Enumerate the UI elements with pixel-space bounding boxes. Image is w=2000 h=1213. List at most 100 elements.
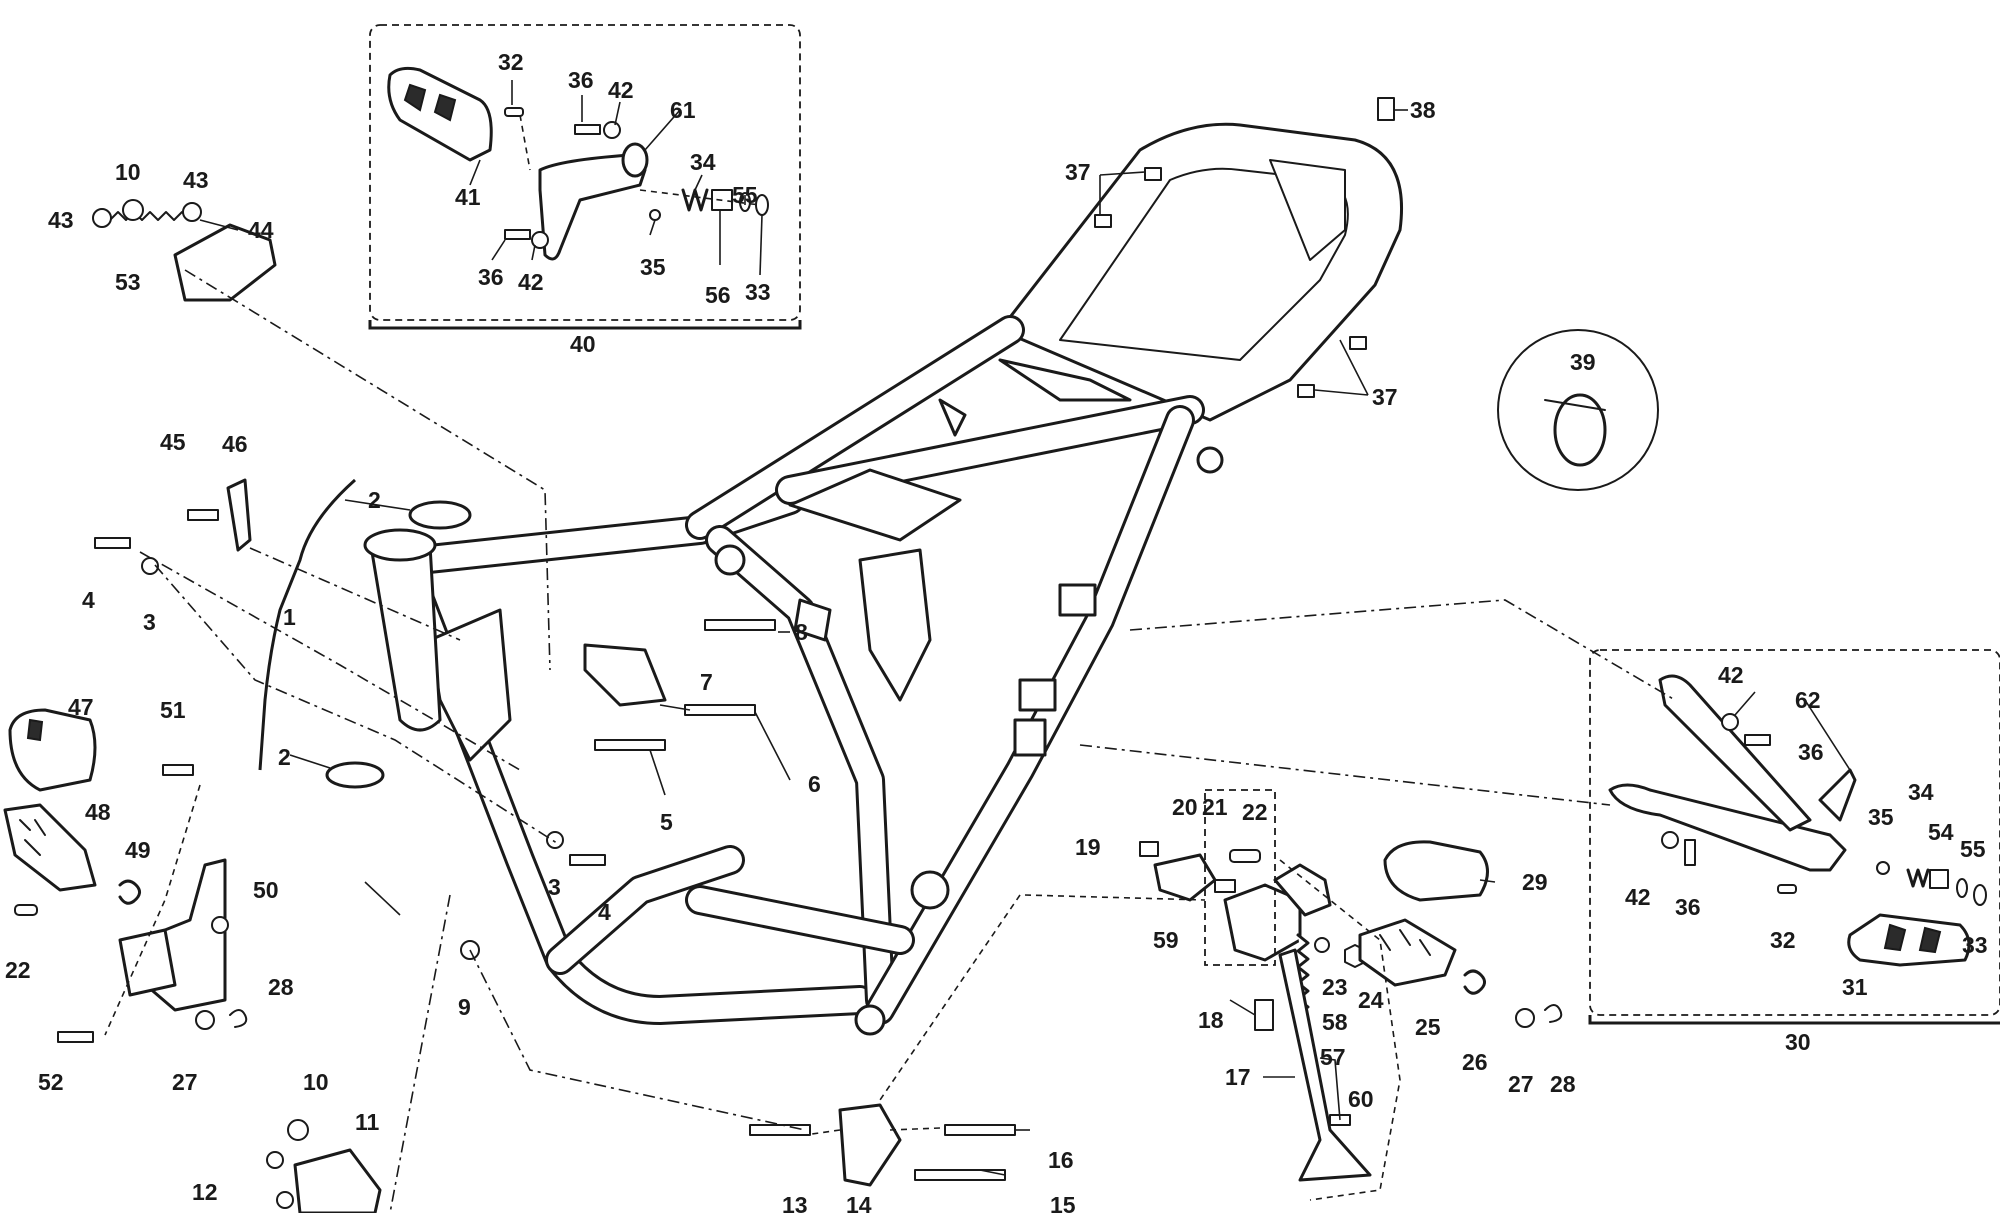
callout-43: 43	[48, 207, 74, 233]
screw-37c	[1349, 336, 1367, 350]
washer-55b	[1956, 878, 1968, 898]
callout-2: 2	[368, 487, 381, 513]
subframe-gusset	[998, 358, 1132, 402]
nut-12a	[266, 1151, 284, 1169]
callout-50: 50	[253, 877, 279, 903]
callout-34: 34	[1908, 779, 1934, 805]
callout-33: 33	[1962, 932, 1988, 958]
callout-17: 17	[1225, 1064, 1251, 1090]
callout-25: 25	[1415, 1014, 1441, 1040]
screw-37b	[1094, 214, 1112, 228]
washer-27a	[195, 1010, 215, 1030]
frame-cross-plate	[788, 468, 962, 542]
passenger-footrest-left-group	[368, 24, 802, 330]
pin-21	[1214, 879, 1236, 893]
left-side-parts	[3, 199, 606, 1043]
group-box-40	[369, 24, 801, 321]
assembly-lines	[104, 269, 1676, 1213]
callout-42: 42	[608, 77, 634, 103]
bolt-18	[1254, 999, 1274, 1031]
nut-43a	[92, 208, 112, 228]
main-frame	[405, 122, 1404, 1036]
hinge-bracket	[118, 928, 177, 997]
bolt-16	[944, 1124, 1016, 1136]
callout-60: 60	[1348, 1086, 1374, 1112]
bolt-6	[684, 704, 756, 716]
callout-36: 36	[568, 67, 594, 93]
callout-8: 8	[795, 619, 808, 645]
clip-33a	[755, 194, 769, 216]
footpeg-48	[3, 803, 97, 892]
spring-53	[109, 211, 191, 221]
callout-4: 4	[598, 899, 611, 925]
bracket-46	[226, 478, 252, 552]
callout-56: 56	[705, 282, 731, 308]
footpeg-bracket-62	[1608, 783, 1847, 872]
bracket-upper	[1273, 863, 1332, 917]
pivot-boss-rear	[910, 870, 950, 910]
callout-35: 35	[1868, 804, 1894, 830]
screw-37d	[1297, 384, 1315, 398]
group-label-39: 39	[1570, 349, 1596, 375]
callout-53: 53	[115, 269, 141, 295]
bolt-52	[57, 1031, 94, 1043]
callout-24: 24	[1358, 987, 1384, 1013]
callout-58: 58	[1322, 1009, 1348, 1035]
side-stand-group	[1139, 789, 1563, 1182]
callout-33: 33	[745, 279, 771, 305]
callout-29: 29	[1522, 869, 1548, 895]
callout-42: 42	[518, 269, 544, 295]
bearing-top	[408, 500, 472, 530]
bolt-8	[704, 619, 776, 631]
ball-35b	[1876, 861, 1890, 875]
switch-20	[1153, 853, 1217, 902]
bolt-36c	[1744, 734, 1771, 746]
callout-61: 61	[670, 97, 696, 123]
callout-48: 48	[85, 799, 111, 825]
bolt-13	[749, 1124, 811, 1136]
callout-36: 36	[1675, 894, 1701, 920]
callout-37: 37	[1372, 384, 1398, 410]
callout-35: 35	[640, 254, 666, 280]
footpeg-47	[8, 708, 97, 792]
callout-28: 28	[1550, 1071, 1576, 1097]
spring-49	[118, 879, 141, 905]
callout-3: 3	[548, 874, 561, 900]
callout-37: 37	[1065, 159, 1091, 185]
clip-28a	[229, 1009, 248, 1028]
callout-47: 47	[68, 694, 94, 720]
bolt-4a	[94, 537, 131, 549]
bolt-38	[1377, 97, 1395, 121]
frame-tab-5	[938, 398, 967, 437]
washer-42c	[1721, 713, 1739, 731]
group-label-30: 30	[1785, 1029, 1811, 1055]
bolt-45	[187, 509, 219, 521]
callout-26: 26	[1462, 1049, 1488, 1075]
detent-54	[1929, 869, 1949, 889]
callout-55: 55	[732, 182, 758, 208]
bolt-36a	[574, 124, 601, 135]
callout-44: 44	[248, 217, 274, 243]
callout-38: 38	[1410, 97, 1436, 123]
callout-36: 36	[478, 264, 504, 290]
washer-27b	[1515, 1008, 1535, 1028]
pin-22b	[1229, 849, 1261, 863]
clamp-39	[1553, 393, 1607, 467]
nut-3b	[546, 831, 564, 849]
upper-boss	[1196, 446, 1224, 474]
bolt-19	[1139, 841, 1159, 857]
side-stand-box	[1204, 789, 1276, 966]
ball-35a	[649, 209, 661, 221]
callout-31: 31	[1842, 974, 1868, 1000]
clip-28b	[1544, 1004, 1563, 1023]
frame-tab-2	[1018, 678, 1057, 712]
callout-14: 14	[846, 1192, 872, 1213]
washer-42b	[531, 231, 549, 249]
callout-42: 42	[1718, 662, 1744, 688]
callout-19: 19	[1075, 834, 1101, 860]
bolt-51	[162, 764, 194, 776]
callout-10: 10	[303, 1069, 329, 1095]
callout-46: 46	[222, 431, 248, 457]
callout-59: 59	[1153, 927, 1179, 953]
